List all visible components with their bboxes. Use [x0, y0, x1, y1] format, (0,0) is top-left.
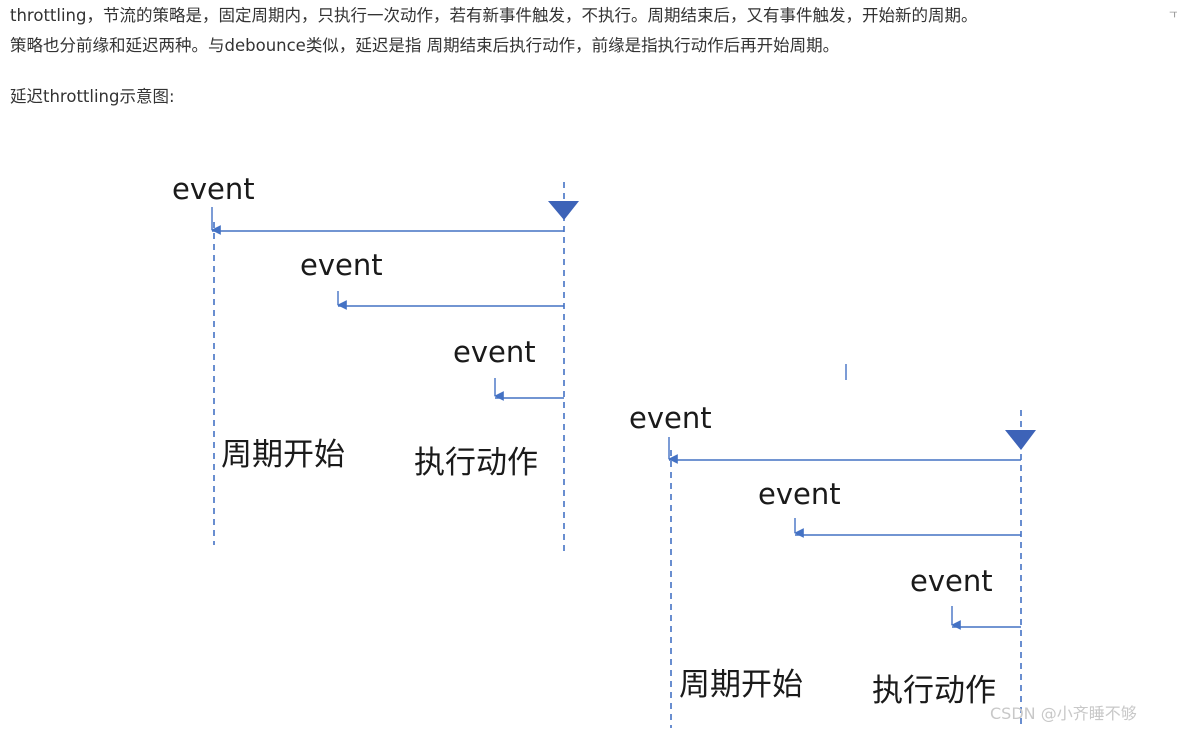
- csdn-watermark: CSDN @小齐睡不够: [990, 704, 1137, 723]
- clipped-text-fragment: ㅜ: [1169, 7, 1177, 21]
- action-label: 执行动作: [414, 445, 538, 481]
- event-label: event: [172, 172, 255, 206]
- cycle-start-label: 周期开始: [679, 667, 803, 703]
- event-label: event: [910, 564, 993, 598]
- throttle-cycle-2: event event event 周期开始 执行动作: [629, 401, 1036, 728]
- event-label: event: [300, 248, 383, 282]
- action-label: 执行动作: [872, 673, 996, 709]
- action-triangle-marker: [548, 201, 579, 220]
- article-paragraph-line-1: throttling，节流的策略是，固定周期内，只执行一次动作，若有新事件触发，…: [10, 6, 978, 25]
- cycle-start-label: 周期开始: [221, 437, 345, 473]
- event-label: event: [758, 477, 841, 511]
- diagram-caption: 延迟throttling示意图:: [10, 87, 175, 106]
- throttle-cycle-1: event event event 周期开始 执行动作: [172, 172, 579, 555]
- event-label: event: [453, 335, 536, 369]
- event-label: event: [629, 401, 712, 435]
- article-paragraph-line-2: 策略也分前缘和延迟两种。与debounce类似，延迟是指 周期结束后执行动作，前…: [10, 36, 840, 55]
- action-triangle-marker: [1005, 430, 1036, 450]
